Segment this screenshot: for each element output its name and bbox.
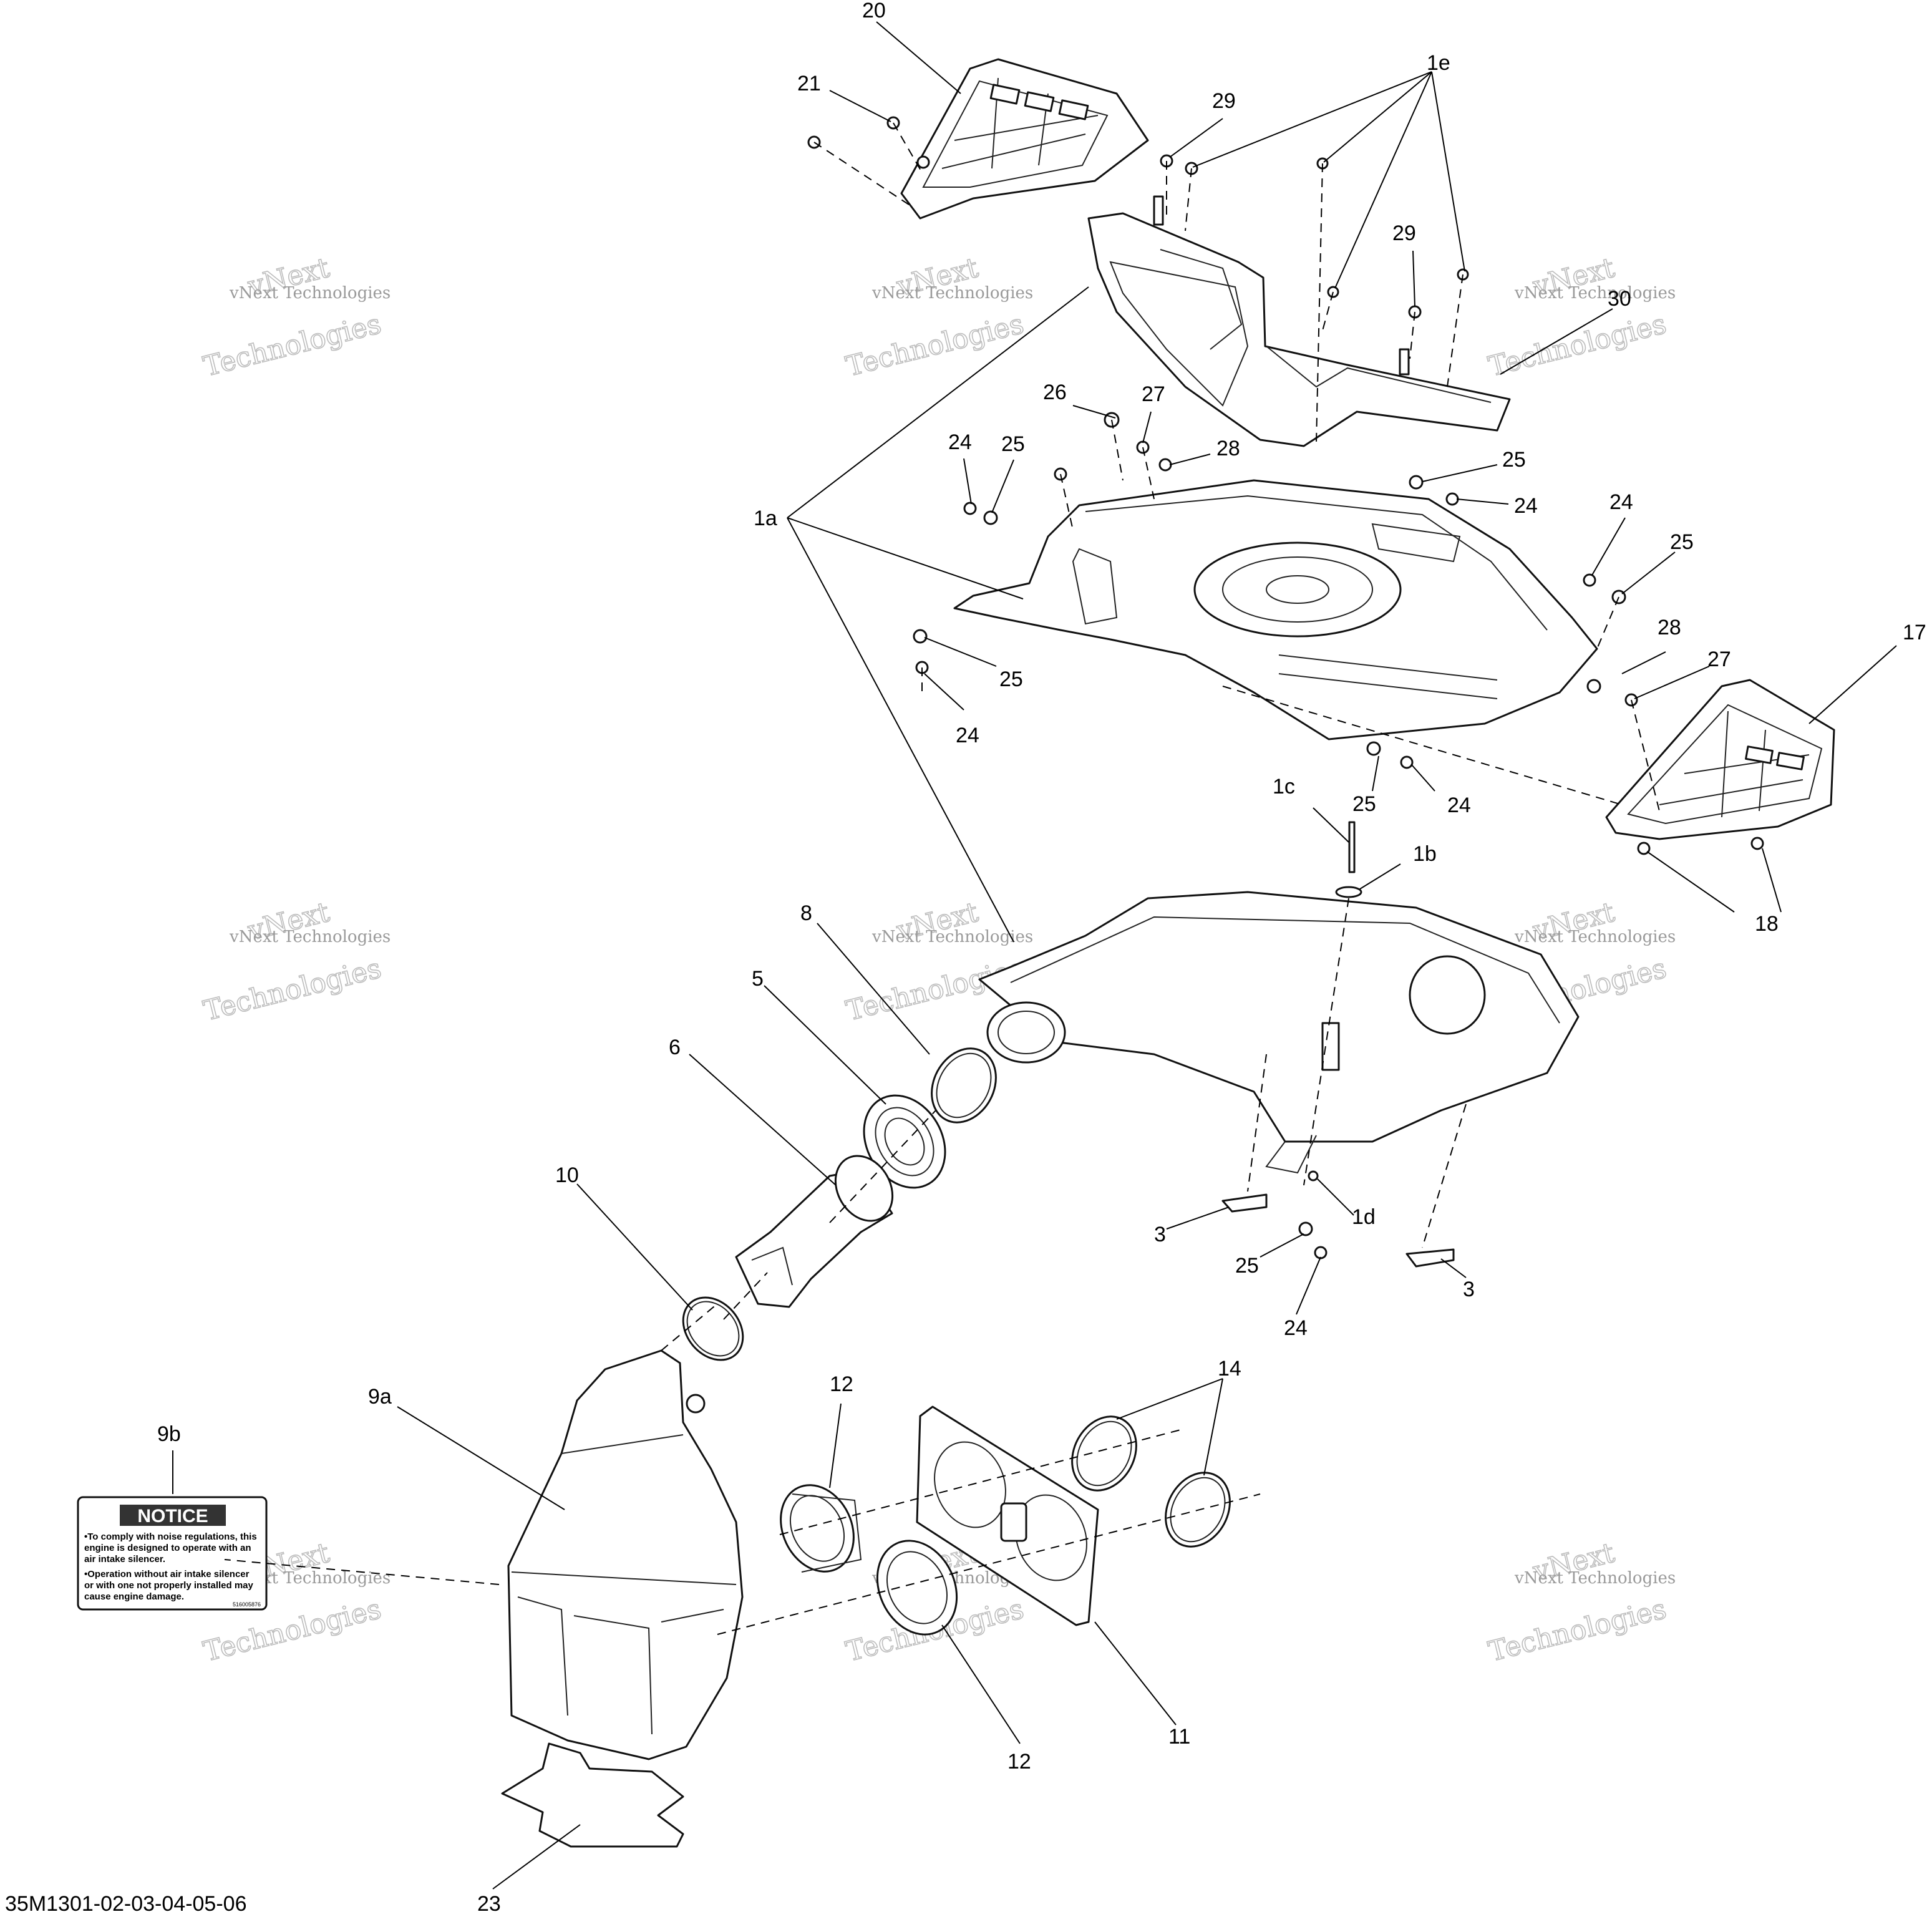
callout-25-a: 25 [1001, 432, 1025, 456]
callout-8: 8 [800, 901, 812, 925]
callout-29-upper: 29 [1212, 89, 1236, 113]
part-12-sleeve-lower [876, 1540, 958, 1636]
part-17-grille-right [1605, 679, 1835, 840]
callout-1d: 1d [1352, 1205, 1376, 1229]
part-10-o-ring [682, 1296, 744, 1361]
watermark-3: vNext vNext Technologies Technologies [1485, 251, 1676, 384]
callout-11: 11 [1168, 1725, 1190, 1749]
watermark-1: vNext vNext Technologies Technologies [200, 251, 391, 384]
callout-29-lower: 29 [1392, 221, 1416, 245]
watermark-line2: Technologies [200, 308, 384, 383]
part-23-pad [501, 1742, 684, 1848]
notice-heading: NOTICE [137, 1506, 208, 1526]
assembly-dashed-lines [224, 122, 1660, 1635]
notice-line-3: air intake silencer. [84, 1554, 165, 1565]
part-8-clamp [931, 1047, 997, 1124]
notice-line-6: cause engine damage. [84, 1591, 184, 1602]
callout-23: 23 [477, 1892, 501, 1916]
callout-24-e: 24 [1447, 793, 1471, 817]
callout-27-lower: 27 [1707, 648, 1731, 671]
callout-17: 17 [1903, 621, 1926, 644]
watermark-4: vNext vNext Technologies Technologies [200, 896, 391, 1028]
watermark-2: vNext vNext Technologies Technologies [842, 251, 1033, 384]
callout-5: 5 [752, 967, 764, 991]
notice-line-2: engine is designed to operate with an [84, 1543, 251, 1553]
part-14-clamp-upper [1071, 1415, 1137, 1492]
watermark-line2: Technologies [1485, 1593, 1669, 1668]
watermark-line2: Technologies [843, 308, 1027, 383]
callout-3-right: 3 [1463, 1278, 1475, 1301]
part-3-pad-right [1405, 1248, 1455, 1268]
diagram-code: 35M1301-02-03-04-05-06 [5, 1892, 246, 1916]
callout-1c: 1c [1273, 775, 1295, 798]
callout-14: 14 [1218, 1357, 1241, 1381]
part-9b-notice-label: NOTICE •To comply with noise regulations… [77, 1496, 268, 1611]
notice-part-number: 516005876 [233, 1601, 261, 1608]
callout-9b: 9b [157, 1422, 181, 1446]
callout-10: 10 [555, 1163, 579, 1187]
callout-26: 26 [1043, 381, 1067, 404]
notice-heading-bg [120, 1505, 226, 1526]
callout-12-upper: 12 [830, 1372, 853, 1396]
watermark-brand: vNext Technologies [1514, 928, 1676, 946]
part-9a-silencer [507, 1349, 744, 1760]
watermark-9: vNext vNext Technologies Technologies [1485, 1536, 1676, 1669]
callout-24-c: 24 [1609, 490, 1633, 514]
callout-6: 6 [669, 1036, 681, 1059]
callout-labels: 20 21 1e 29 29 30 26 27 28 24 25 25 24 2… [157, 0, 1926, 1916]
watermark-brand: vNext Technologies [871, 284, 1033, 303]
part-6-intake-boot [735, 1155, 894, 1308]
callout-1e: 1e [1427, 51, 1450, 75]
callout-28-upper: 28 [1216, 437, 1240, 460]
part-11-plate [916, 1405, 1099, 1626]
notice-line-1: •To comply with noise regulations, this [84, 1531, 257, 1542]
callout-28-lower: 28 [1658, 616, 1681, 639]
watermark-brand: vNext Technologies [229, 928, 391, 946]
notice-line-5: or with one not properly installed may [84, 1580, 254, 1591]
callout-1a: 1a [754, 507, 777, 530]
watermark-brand: vNext Technologies [229, 284, 391, 303]
callout-9a: 9a [368, 1385, 392, 1409]
callout-20: 20 [862, 0, 886, 22]
callout-25-c: 25 [1670, 530, 1694, 554]
callout-18: 18 [1755, 912, 1779, 936]
part-12-sleeve-upper [780, 1484, 862, 1573]
callout-1b: 1b [1413, 842, 1437, 866]
part-1a-lower-housing [978, 891, 1580, 1174]
callout-24-a: 24 [948, 430, 972, 454]
callout-24-b: 24 [1514, 494, 1538, 518]
part-20-grille-upper-left [900, 58, 1149, 220]
watermark-brand: vNext Technologies [1514, 284, 1676, 303]
part-1e-upper-cover [1087, 195, 1511, 447]
callout-12-lower: 12 [1007, 1750, 1031, 1774]
watermark-line2: Technologies [1485, 308, 1669, 383]
watermark-brand: vNext Technologies [1514, 1569, 1676, 1588]
callout-3-left: 3 [1154, 1223, 1166, 1246]
leader-lines [172, 21, 1897, 1890]
callout-27-upper: 27 [1142, 382, 1165, 406]
callout-25-e: 25 [1352, 792, 1376, 816]
callout-24-d: 24 [956, 724, 979, 747]
callout-21: 21 [797, 72, 821, 95]
part-1a-middle-housing [953, 479, 1598, 740]
callout-25-d: 25 [999, 667, 1023, 691]
callout-30: 30 [1608, 287, 1631, 311]
watermark-brand: vNext Technologies [871, 928, 1033, 946]
callout-25-f: 25 [1235, 1254, 1259, 1278]
callout-24-f: 24 [1284, 1316, 1308, 1340]
part-3-pad-left [1221, 1193, 1268, 1213]
notice-line-4: •Operation without air intake silencer [84, 1569, 250, 1580]
callout-25-b: 25 [1502, 448, 1526, 472]
watermark-line2: Technologies [200, 953, 384, 1027]
